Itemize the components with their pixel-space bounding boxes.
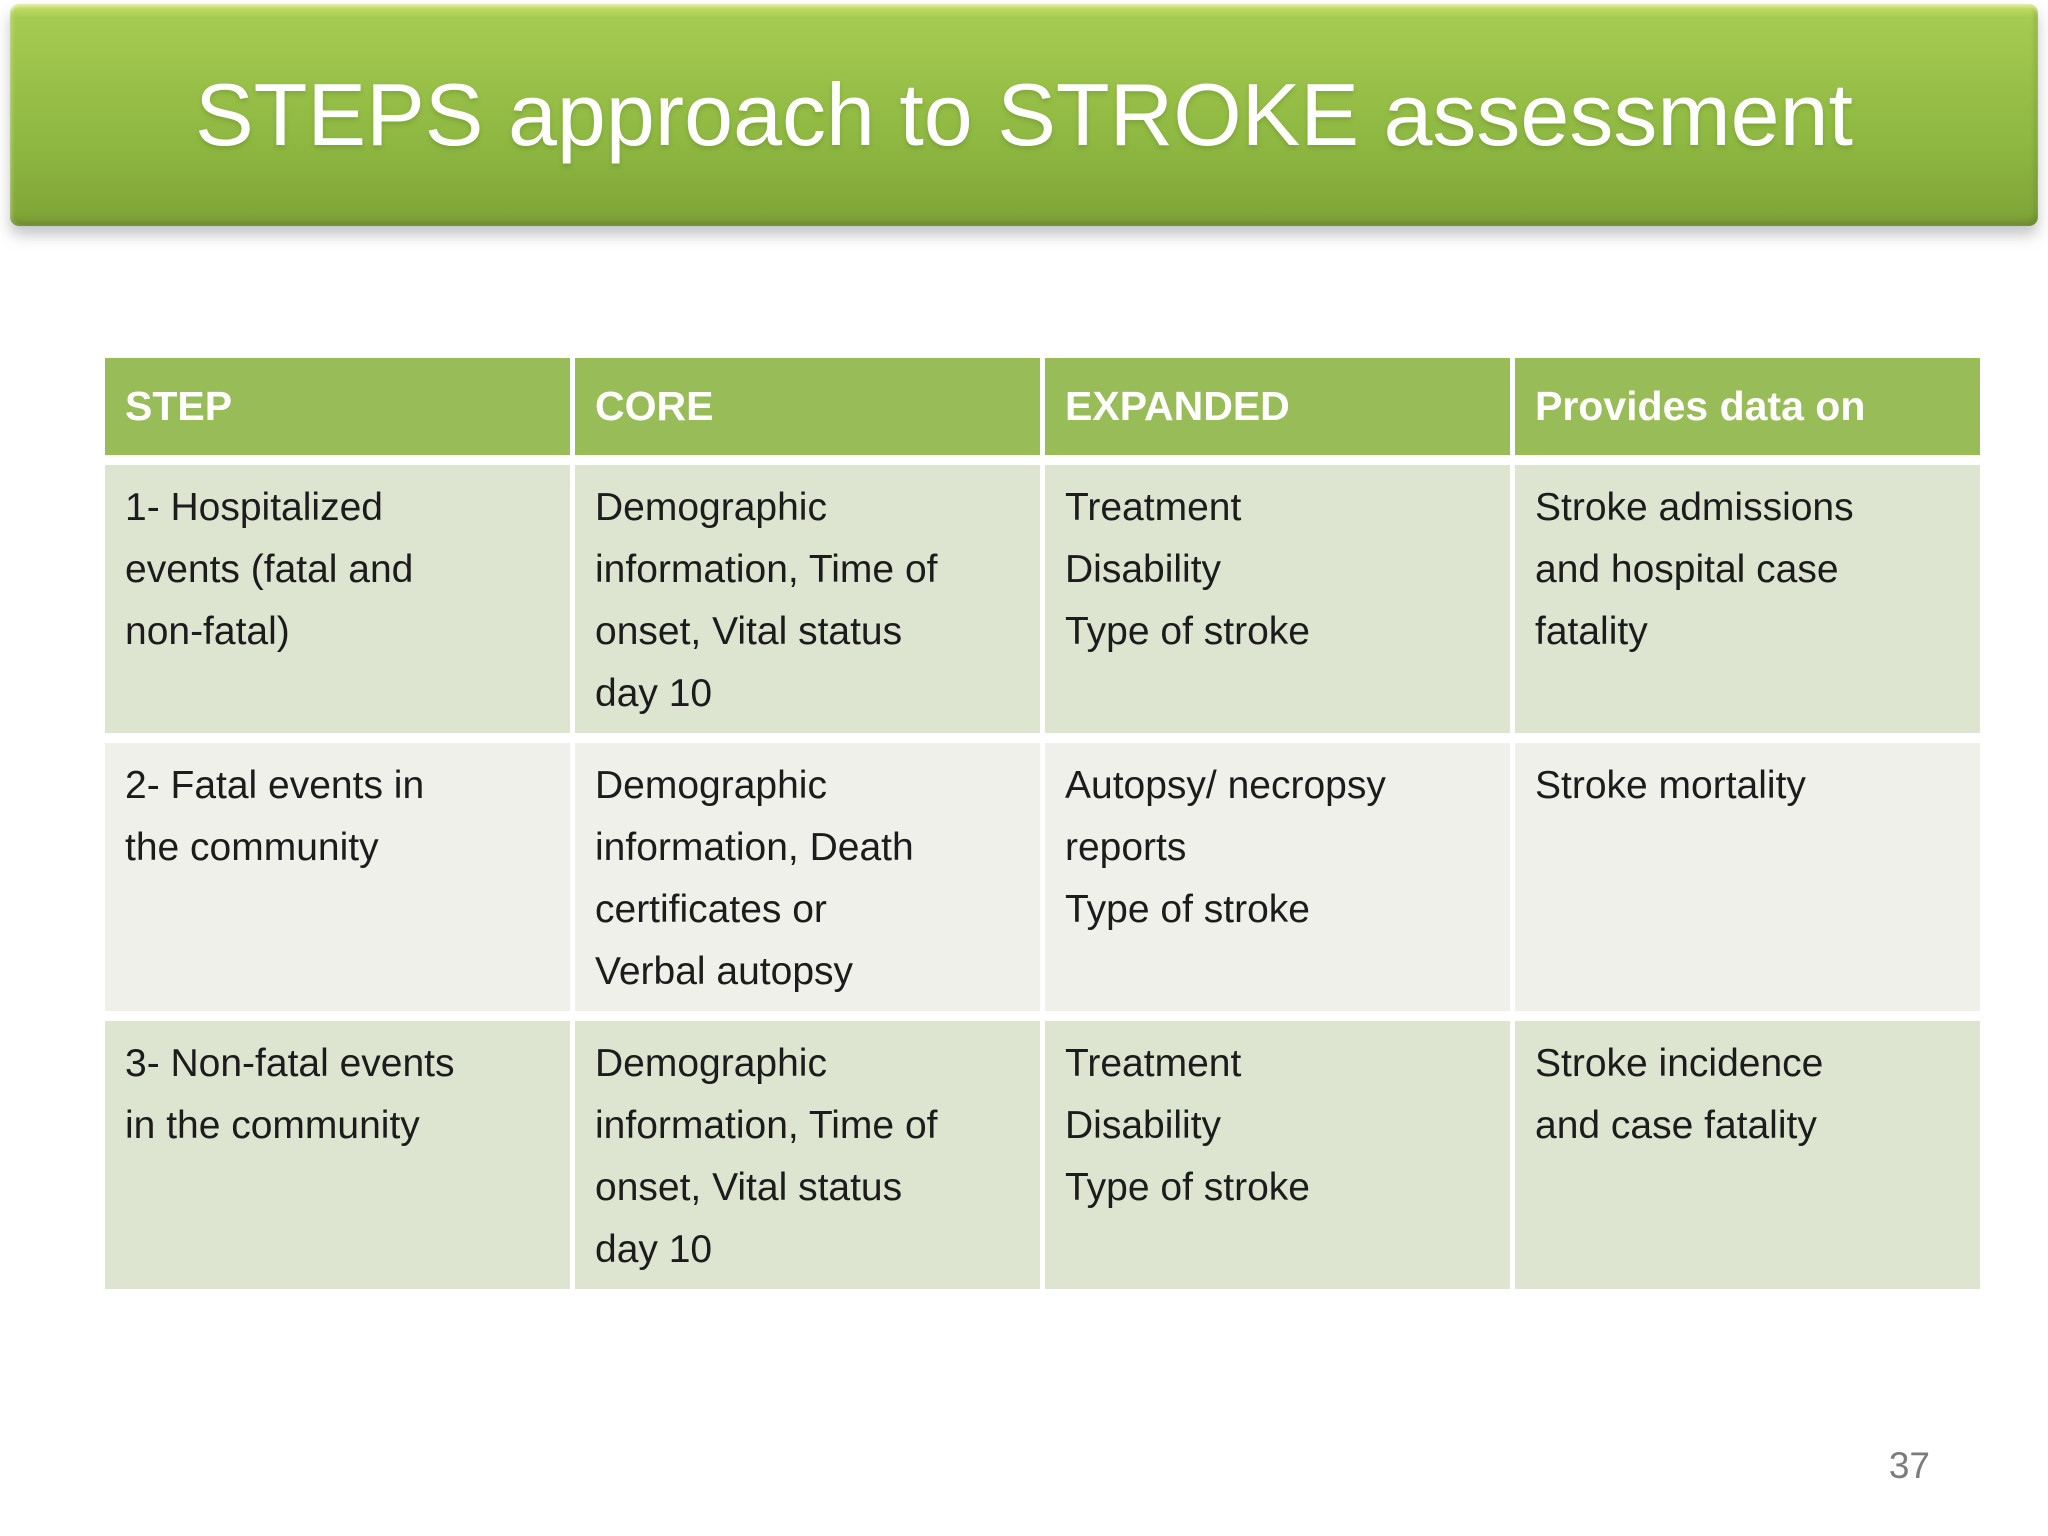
cell-row1-provides: Stroke admissions and hospital case fata… <box>1515 465 1980 733</box>
cell-row1-step: 1- Hospitalized events (fatal and non-fa… <box>105 465 570 733</box>
cell-row2-step: 2- Fatal events in the community <box>105 743 570 1011</box>
column-header-expanded: EXPANDED <box>1045 358 1510 455</box>
cell-row2-core: Demographic information, Death certifica… <box>575 743 1040 1011</box>
cell-row3-provides: Stroke incidence and case fatality <box>1515 1021 1980 1289</box>
cell-row3-core: Demographic information, Time of onset, … <box>575 1021 1040 1289</box>
cell-row2-provides: Stroke mortality <box>1515 743 1980 1011</box>
cell-row1-core: Demographic information, Time of onset, … <box>575 465 1040 733</box>
slide-title: STEPS approach to STROKE assessment <box>194 65 1854 164</box>
column-header-step: STEP <box>105 358 570 455</box>
cell-row1-expanded: Treatment Disability Type of stroke <box>1045 465 1510 733</box>
cell-row3-expanded: Treatment Disability Type of stroke <box>1045 1021 1510 1289</box>
page-number: 37 <box>1888 1445 1930 1486</box>
slide-title-banner: STEPS approach to STROKE assessment <box>10 4 2038 226</box>
column-header-core: CORE <box>575 358 1040 455</box>
cell-row2-expanded: Autopsy/ necropsy reports Type of stroke <box>1045 743 1510 1011</box>
cell-row3-step: 3- Non-fatal events in the community <box>105 1021 570 1289</box>
column-header-provides-data-on: Provides data on <box>1515 358 1980 455</box>
steps-table: STEP CORE EXPANDED Provides data on 1- H… <box>105 358 1980 1289</box>
